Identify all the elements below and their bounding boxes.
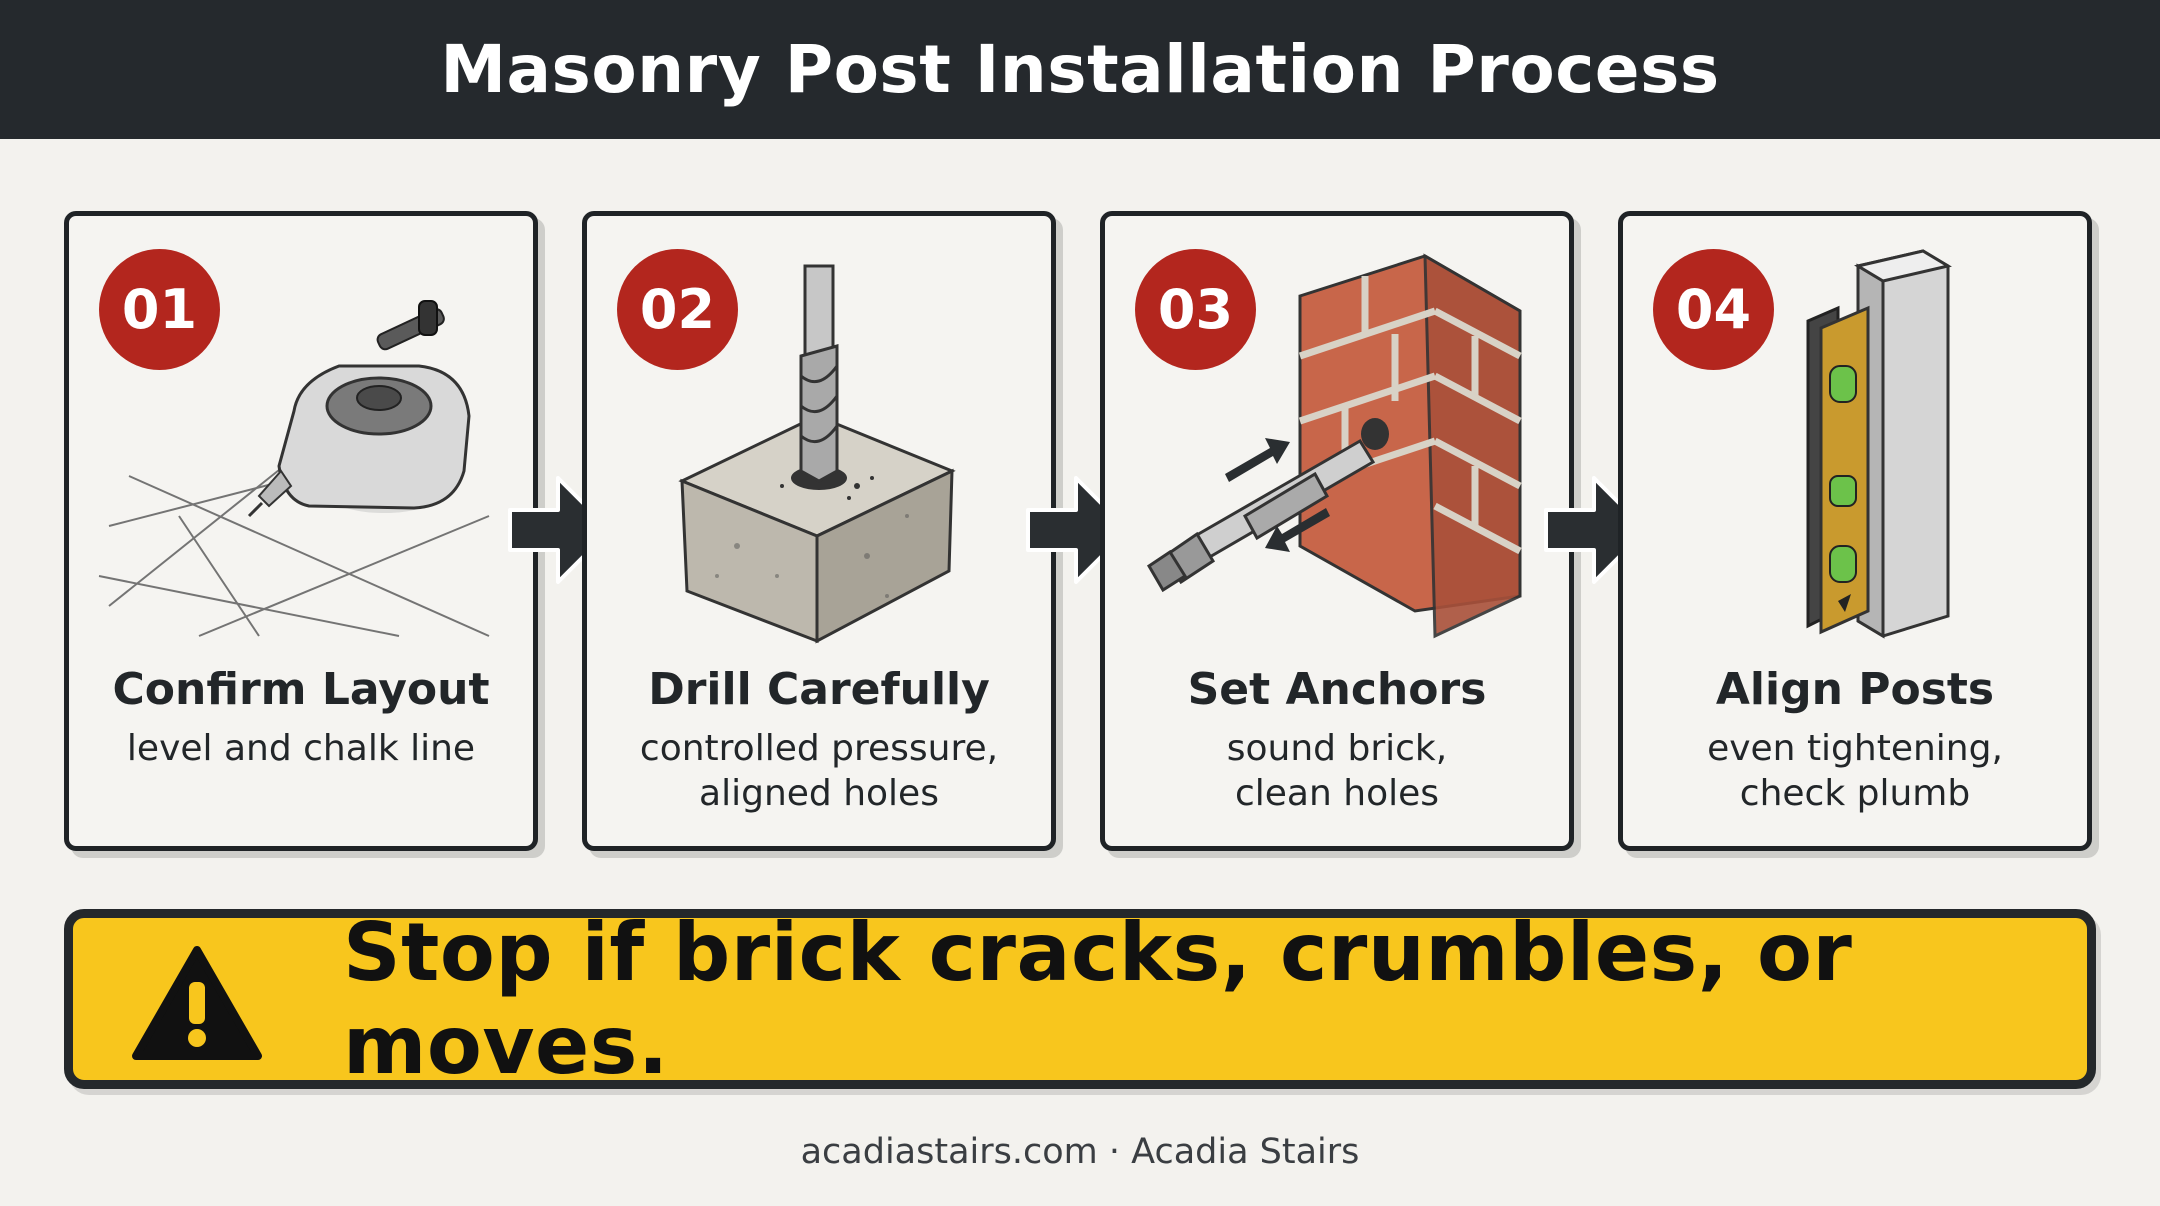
- step-title: Set Anchors: [1187, 664, 1487, 715]
- step-card-1: 01 Confirm Layout level and chalk line: [64, 211, 538, 851]
- step-description: controlled pressure, aligned holes: [639, 728, 999, 814]
- warning-triangle-icon: [132, 946, 262, 1060]
- step-title: Drill Carefully: [648, 664, 990, 715]
- header-bar: Masonry Post Installation Process: [0, 0, 2160, 139]
- step-title: Align Posts: [1715, 664, 1995, 715]
- level-post-icon: [1806, 249, 1952, 639]
- footer-credit: acadiastairs.com · Acadia Stairs: [800, 1132, 1360, 1172]
- chalk-line-icon: [98, 300, 490, 637]
- step-card-2: 02 Drill Carefully controlled pressure, …: [582, 211, 1056, 851]
- page-title: Masonry Post Installation Process: [440, 31, 1720, 108]
- drill-bit-icon: [678, 264, 956, 644]
- step-description: sound brick, clean holes: [1226, 728, 1448, 814]
- warning-banner: Stop if brick cracks, crumbles, or moves…: [64, 906, 2096, 1092]
- step-number-badge: 01: [99, 249, 220, 370]
- step-description: level and chalk line: [126, 728, 476, 769]
- step-number-badge: 03: [1135, 249, 1256, 370]
- warning-text: Stop if brick cracks, crumbles, or moves…: [343, 906, 1853, 1092]
- anchor-bolt-icon: [1146, 253, 1522, 639]
- step-description: even tightening, check plumb: [1707, 728, 2003, 814]
- step-number-badge: 02: [617, 249, 738, 370]
- step-number-badge: 04: [1653, 249, 1774, 370]
- step-card-4: 04 Align Posts even tightening, check pl…: [1618, 211, 2092, 851]
- step-card-3: 03 Set Anchors sound brick, clean holes: [1100, 211, 1574, 851]
- step-title: Confirm Layout: [112, 664, 490, 715]
